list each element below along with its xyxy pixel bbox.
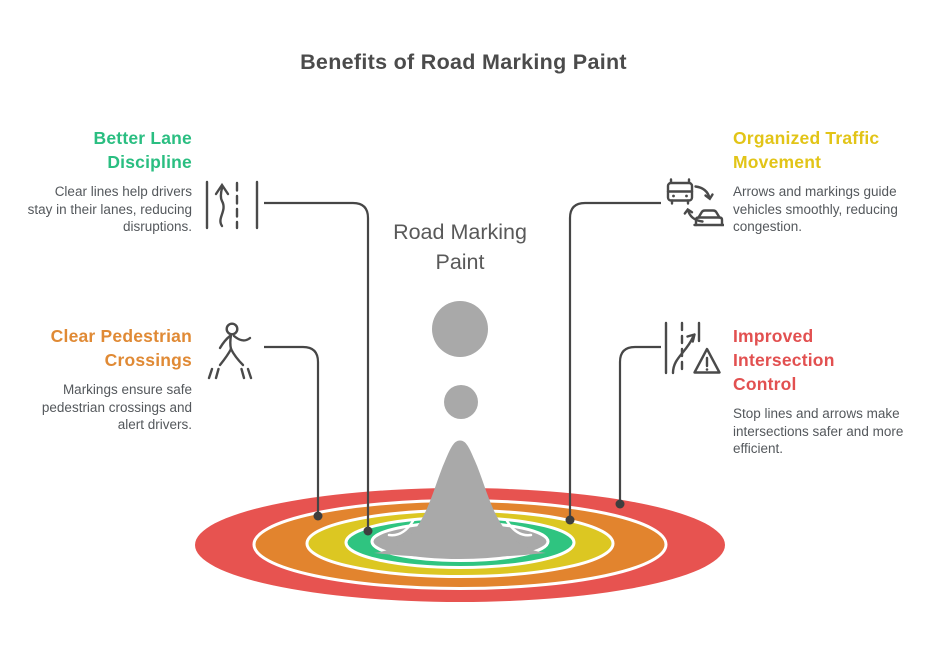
connector-dots: [313, 499, 625, 536]
dot-green-ring: [363, 526, 373, 536]
splash-highlights: [387, 519, 533, 537]
connector-lane-to-green-ring: [264, 201, 370, 531]
dot-yellow-ring: [565, 515, 575, 525]
connector-pedestrian-to-orange-ring: [264, 345, 320, 516]
benefit-heading: Better Lane Discipline: [93, 128, 192, 172]
benefit-heading: Improved Intersection Control: [733, 326, 835, 394]
dot-orange-ring: [313, 511, 323, 521]
benefit-heading: Organized Traffic Movement: [733, 128, 880, 172]
center-label: Road Marking Paint: [393, 220, 527, 274]
intersection-warning-icon: [661, 320, 721, 382]
drop-small-circle: [444, 385, 478, 419]
page-title: Benefits of Road Marking Paint: [300, 50, 627, 74]
benefit-body: Arrows and markings guide vehicles smoot…: [733, 184, 898, 234]
drop-large-circle: [432, 301, 488, 357]
pedestrian-crossing-icon: [199, 320, 261, 384]
paint-drop: [374, 301, 546, 558]
bus-car-swap-icon: [664, 177, 724, 233]
benefit-clear-pedestrian-crossings: Clear Pedestrian Crossings Markings ensu…: [27, 324, 192, 434]
connector-lines: [264, 201, 661, 531]
benefit-body: Markings ensure safe pedestrian crossing…: [41, 382, 192, 432]
lane-markings-icon: [202, 179, 260, 231]
benefit-better-lane-discipline: Better Lane Discipline Clear lines help …: [27, 126, 192, 236]
benefit-body: Stop lines and arrows make intersections…: [733, 406, 904, 456]
benefit-organized-traffic-movement: Organized Traffic Movement Arrows and ma…: [733, 126, 909, 236]
benefit-improved-intersection-control: Improved Intersection Control Stop lines…: [733, 324, 909, 458]
connector-intersection-to-red-ring: [618, 345, 661, 504]
splash-column: [374, 440, 546, 558]
benefit-heading: Clear Pedestrian Crossings: [50, 326, 192, 370]
connector-traffic-to-yellow-ring: [568, 201, 661, 520]
dot-red-ring: [615, 499, 625, 509]
benefit-body: Clear lines help drivers stay in their l…: [27, 184, 192, 234]
